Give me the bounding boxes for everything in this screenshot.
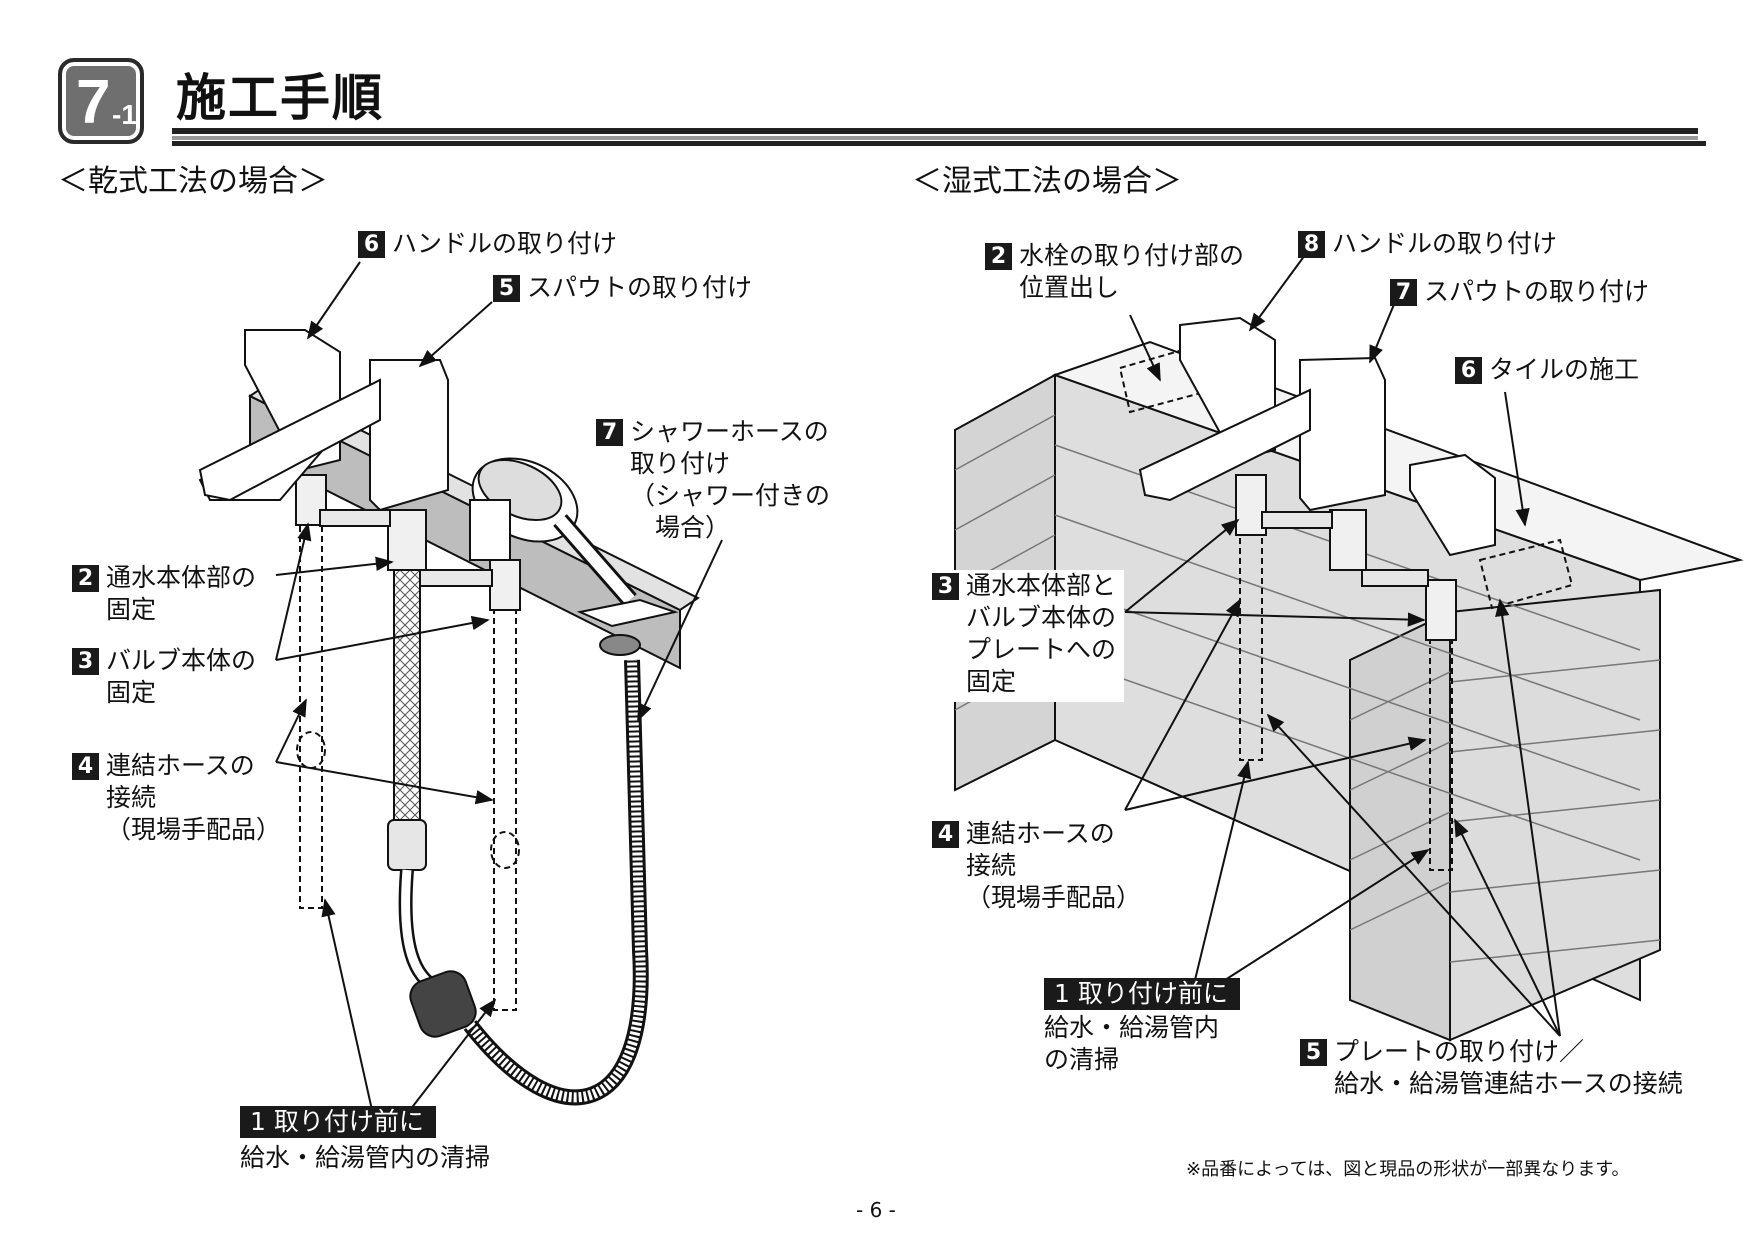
title-rule-mid (172, 136, 1698, 140)
dry-faucet-drawing (198, 329, 700, 1106)
dry-step7-label: 7 シャワーホースの 取り付け （シャワー付きの 場合） (596, 416, 830, 544)
step-text-line: の清掃 (1044, 1045, 1120, 1074)
dry-method-heading: ＜乾式工法の場合＞ (58, 164, 328, 199)
step-number: 7 (1390, 279, 1417, 306)
badge-sub: -1 (112, 99, 137, 130)
page-number: - 6 - (856, 1198, 896, 1222)
wet-step7-label: 7 スパウトの取り付け (1390, 276, 1649, 308)
wet-step1-label: 1 取り付け前に 給水・給湯管内 の清掃 (1044, 978, 1240, 1076)
wet-step6-label: 6 タイルの施工 (1455, 354, 1639, 386)
step1-title-badge: 1 取り付け前に (240, 1106, 436, 1138)
wet-wall-drawing (954, 316, 1744, 1042)
step-text: 通水本体部の (106, 563, 257, 592)
step-text-line: プレートへの (966, 635, 1117, 664)
step-text-line: （シャワー付きの (630, 481, 831, 510)
step-text: プレートの取り付け／ (1334, 1037, 1585, 1066)
step-text: スパウトの取り付け (527, 273, 753, 302)
step-text: バルブ本体の (106, 646, 257, 675)
wet-step2-label: 2 水栓の取り付け部の 位置出し (985, 240, 1244, 304)
step-text-line: 場合） (630, 513, 731, 542)
step-text: 連結ホースの (106, 751, 255, 780)
dry-step5-label: 5 スパウトの取り付け (493, 272, 752, 304)
dry-step2-label: 2 通水本体部の 固定 (72, 562, 256, 626)
step-number: 5 (1300, 1039, 1327, 1066)
step-number: 5 (493, 275, 520, 302)
page-title: 施工手順 (176, 69, 384, 127)
wet-step3-label: 3 通水本体部と バルブ本体の プレートへの 固定 (932, 570, 1125, 702)
section-badge: 7 -1 (58, 58, 144, 144)
badge-number: 7 (76, 68, 111, 137)
step-text: ハンドルの取り付け (392, 229, 618, 258)
step-text: ハンドルの取り付け (1332, 229, 1558, 258)
step-text-line: （現場手配品） (106, 815, 282, 844)
title-rule-bottom (172, 141, 1706, 146)
step-text: 通水本体部と (966, 571, 1117, 600)
step-number: 4 (72, 753, 99, 780)
step-number: 2 (72, 565, 99, 592)
wet-method-heading: ＜湿式工法の場合＞ (912, 164, 1182, 199)
step-text-line: （現場手配品） (966, 883, 1142, 912)
dry-step3-label: 3 バルブ本体の 固定 (72, 645, 256, 709)
wet-step4-label: 4 連結ホースの 接続 （現場手配品） (932, 818, 1141, 914)
dry-leader-lines (275, 261, 723, 1111)
step-text-line: 取り付け (630, 449, 731, 478)
title-rule (172, 128, 1698, 134)
dry-step6-label: 6 ハンドルの取り付け (358, 228, 617, 260)
step-text-line: 接続 (966, 851, 1017, 880)
dry-step1-label: 1 取り付け前に 給水・給湯管内の清掃 (240, 1106, 490, 1174)
step-text-line: 給水・給湯管内 (1044, 1013, 1220, 1042)
step1-title-badge: 1 取り付け前に (1044, 978, 1240, 1010)
step-text-line: バルブ本体の (966, 603, 1117, 632)
step-number: 7 (596, 419, 623, 446)
wet-step8-label: 8 ハンドルの取り付け (1298, 228, 1557, 260)
step-text-line: 位置出し (1019, 273, 1120, 302)
step-text-line: 固定 (106, 595, 157, 624)
step-text: シャワーホースの (630, 417, 829, 446)
step-number: 6 (358, 231, 385, 258)
step-number: 8 (1298, 231, 1325, 258)
step-number: 4 (932, 821, 959, 848)
wet-step5-label: 5 プレートの取り付け／ 給水・給湯管連結ホースの接続 (1300, 1036, 1683, 1100)
step-number: 6 (1455, 357, 1482, 384)
step-number: 3 (72, 648, 99, 675)
step-text: タイルの施工 (1489, 355, 1640, 384)
step-text-line: 給水・給湯管内の清掃 (240, 1143, 491, 1172)
footnote: ※品番によっては、図と現品の形状が一部異なります。 (1186, 1159, 1630, 1180)
step-text-line: 給水・給湯管連結ホースの接続 (1334, 1069, 1683, 1098)
step-text: 連結ホースの (966, 819, 1115, 848)
step-number: 3 (932, 573, 959, 600)
step-text-line: 固定 (106, 678, 157, 707)
step-number: 2 (985, 243, 1012, 270)
step-text-line: 接続 (106, 783, 157, 812)
step-text-line: 固定 (966, 667, 1017, 696)
step-text: スパウトの取り付け (1424, 277, 1650, 306)
wet-leader-lines (1124, 254, 1561, 1037)
step-text: 水栓の取り付け部の (1019, 241, 1245, 270)
dry-step4-label: 4 連結ホースの 接続 （現場手配品） (72, 750, 281, 846)
